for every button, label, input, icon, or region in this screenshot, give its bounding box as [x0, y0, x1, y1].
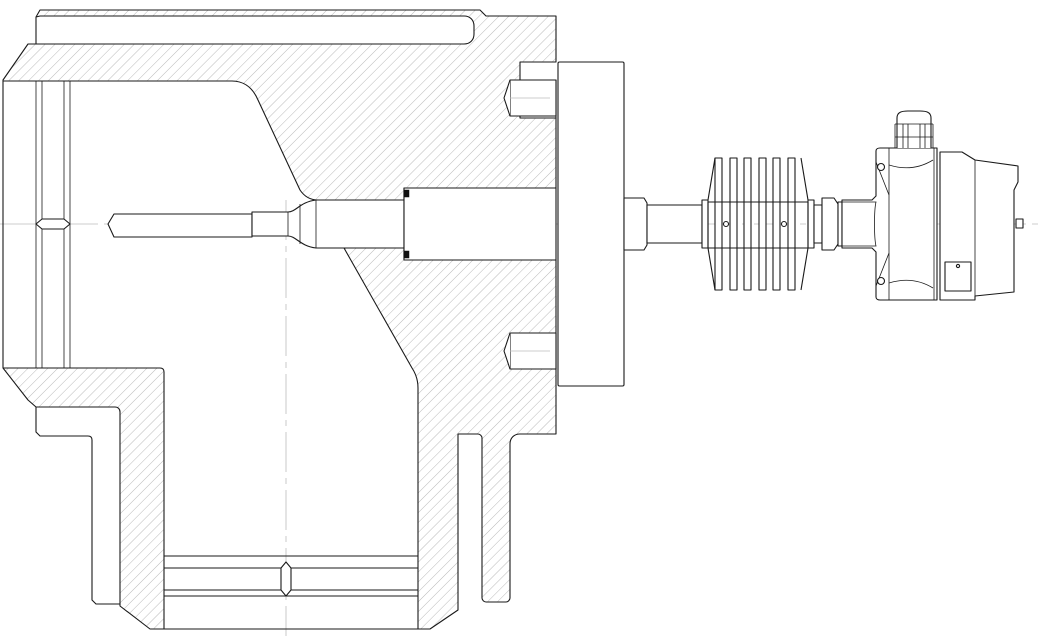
terminal-head	[841, 147, 1024, 301]
probe-segment	[107, 213, 253, 238]
heatsink-fin	[787, 157, 796, 291]
neck-tube	[623, 197, 843, 251]
o-ring-seal	[403, 189, 410, 198]
housing-wall-section	[343, 247, 557, 630]
heatsink-fin	[729, 157, 738, 291]
heatsink-pin	[780, 220, 788, 228]
label-plate-screw	[955, 263, 961, 269]
heatsink-fin	[743, 157, 752, 291]
neck-segment	[821, 197, 839, 251]
housing-section	[2, 9, 557, 630]
heatsink-fin	[758, 157, 767, 291]
heatsink-taper	[707, 247, 716, 291]
terminal-housing	[841, 147, 938, 301]
housing-wall-section	[2, 367, 165, 630]
heatsink-fin	[772, 157, 781, 291]
mounting-hole	[876, 162, 886, 172]
probe-segment	[403, 187, 557, 261]
housing-edge	[35, 407, 120, 605]
cable-gland	[894, 110, 934, 148]
mounting-bolts	[503, 79, 557, 370]
flange-plate	[557, 61, 625, 387]
heatsink-taper	[707, 157, 716, 201]
heatsink-core	[707, 201, 809, 249]
neck-segment	[813, 204, 823, 244]
neck-segment	[807, 199, 815, 249]
housing-wall-section	[2, 9, 557, 201]
heatsink-taper	[800, 247, 809, 291]
mounting-hole	[876, 276, 886, 286]
heatsink-fin	[714, 157, 723, 291]
bottom-groove-diamond	[280, 561, 292, 597]
o-ring-seal	[403, 250, 410, 259]
terminal-detail	[842, 201, 877, 247]
heatsink-taper	[800, 157, 809, 201]
probe-segment	[251, 199, 405, 249]
upper-bolt-drill-tip	[503, 79, 511, 117]
side-tab	[1015, 218, 1024, 229]
terminal-detail	[888, 159, 934, 169]
neck-segment	[623, 197, 648, 251]
mounting-flange	[557, 61, 625, 387]
housing-grooves	[35, 81, 292, 597]
neck-segment	[646, 204, 703, 244]
lower-bolt-drill-tip	[503, 332, 511, 370]
gland-dome	[896, 110, 932, 148]
left-groove-diamond	[35, 218, 71, 230]
neck-segment	[701, 199, 709, 249]
heatsink-pin	[722, 220, 730, 228]
terminal-detail	[888, 279, 934, 289]
heatsink-fins	[707, 157, 809, 291]
probe-insert	[107, 187, 557, 261]
neck-segment	[837, 201, 843, 247]
